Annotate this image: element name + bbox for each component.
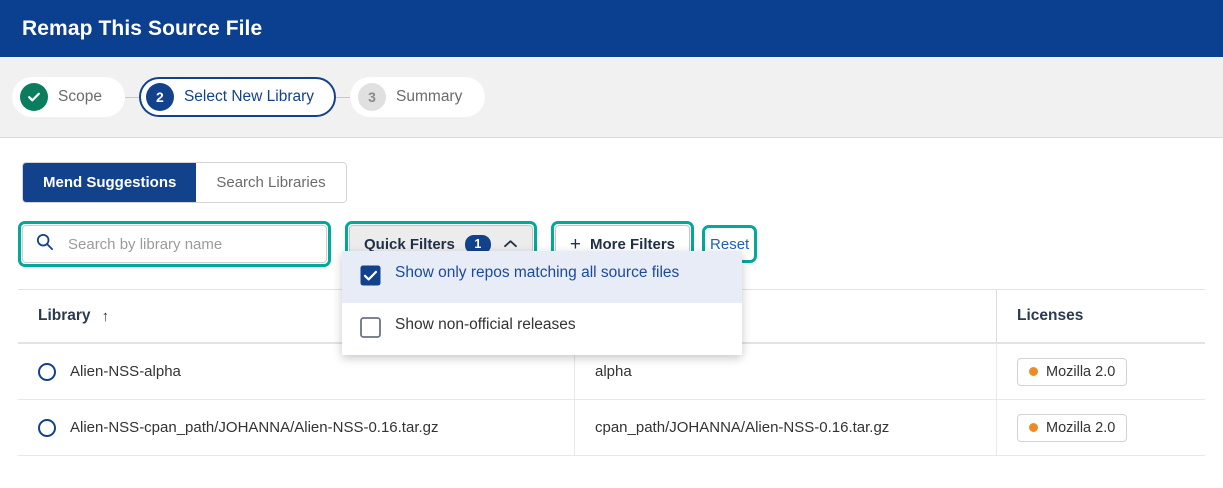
dropdown-item-show-only-matching-repos[interactable]: Show only repos matching all source file… <box>342 251 742 303</box>
tab-mend-suggestions[interactable]: Mend Suggestions <box>23 163 197 202</box>
search-input[interactable] <box>66 234 314 254</box>
step-connector-1 <box>124 96 139 98</box>
step-scope-label: Scope <box>58 88 102 105</box>
step-connector-2 <box>336 96 351 98</box>
chevron-up-icon <box>503 239 518 249</box>
cell-match: alpha <box>574 344 996 399</box>
cell-library-label: Alien-NSS-alpha <box>70 363 181 380</box>
search-icon <box>35 232 54 256</box>
tab-search-libraries[interactable]: Search Libraries <box>196 163 346 202</box>
license-badge: Mozilla 2.0 <box>1017 413 1128 442</box>
cell-match-label: alpha <box>595 363 632 380</box>
cell-match: cpan_path/JOHANNA/Alien-NSS-0.16.tar.gz <box>574 400 996 455</box>
page-title: Remap This Source File <box>22 16 263 40</box>
search-focus-highlight <box>18 221 331 267</box>
step-number-badge: 2 <box>145 83 174 111</box>
cell-licenses: Mozilla 2.0 <box>996 344 1205 399</box>
quick-filters-dropdown: Show only repos matching all source file… <box>342 251 742 355</box>
column-header-licenses-label: Licenses <box>1017 307 1084 324</box>
radio-button[interactable] <box>38 362 56 381</box>
dropdown-item-label: Show non-official releases <box>395 316 576 333</box>
quick-filters-count-badge: 1 <box>464 234 491 254</box>
search-box[interactable] <box>22 225 327 263</box>
column-header-library-label: Library <box>38 307 91 324</box>
dropdown-item-show-non-official-releases[interactable]: Show non-official releases <box>342 303 742 355</box>
sort-ascending-icon: ↑ <box>101 307 110 325</box>
cell-library-label: Alien-NSS-cpan_path/JOHANNA/Alien-NSS-0.… <box>70 419 439 436</box>
quick-filters-label: Quick Filters <box>364 235 455 253</box>
checkbox-checked-icon[interactable] <box>360 265 381 291</box>
more-filters-label: More Filters <box>589 235 676 253</box>
checkbox-unchecked-icon[interactable] <box>360 317 381 343</box>
step-select-new-library[interactable]: 2 Select New Library <box>138 77 337 117</box>
step-number-badge: 3 <box>358 83 387 111</box>
license-badge-label: Mozilla 2.0 <box>1046 363 1116 380</box>
radio-button[interactable] <box>38 418 56 437</box>
step-scope[interactable]: Scope <box>12 77 125 117</box>
cell-licenses: Mozilla 2.0 <box>996 400 1205 455</box>
license-badge-label: Mozilla 2.0 <box>1046 419 1116 436</box>
wizard-stepper: Scope 2 Select New Library 3 Summary <box>0 57 1223 138</box>
cell-match-label: cpan_path/JOHANNA/Alien-NSS-0.16.tar.gz <box>595 419 890 436</box>
check-icon <box>20 83 48 111</box>
main-content: Mend Suggestions Search Libraries Quick … <box>0 138 1223 456</box>
cell-library[interactable]: Alien-NSS-cpan_path/JOHANNA/Alien-NSS-0.… <box>18 400 574 455</box>
cell-library[interactable]: Alien-NSS-alpha <box>18 344 574 399</box>
license-status-dot-icon <box>1029 423 1038 432</box>
license-badge: Mozilla 2.0 <box>1017 357 1128 386</box>
license-status-dot-icon <box>1029 367 1038 376</box>
column-header-licenses[interactable]: Licenses <box>996 290 1205 342</box>
step-summary[interactable]: 3 Summary <box>350 77 486 117</box>
table-row[interactable]: Alien-NSS-alpha alpha Mozilla 2.0 <box>18 344 1205 400</box>
view-tabs: Mend Suggestions Search Libraries <box>22 162 347 203</box>
plus-icon: + <box>569 233 581 255</box>
dropdown-item-label: Show only repos matching all source file… <box>395 264 680 281</box>
column-header-library[interactable]: Library ↑ <box>18 290 574 342</box>
step-select-new-library-label: Select New Library <box>183 88 315 105</box>
step-summary-label: Summary <box>396 88 463 105</box>
table-row[interactable]: Alien-NSS-cpan_path/JOHANNA/Alien-NSS-0.… <box>18 400 1205 456</box>
window-title-bar: Remap This Source File <box>0 0 1223 57</box>
